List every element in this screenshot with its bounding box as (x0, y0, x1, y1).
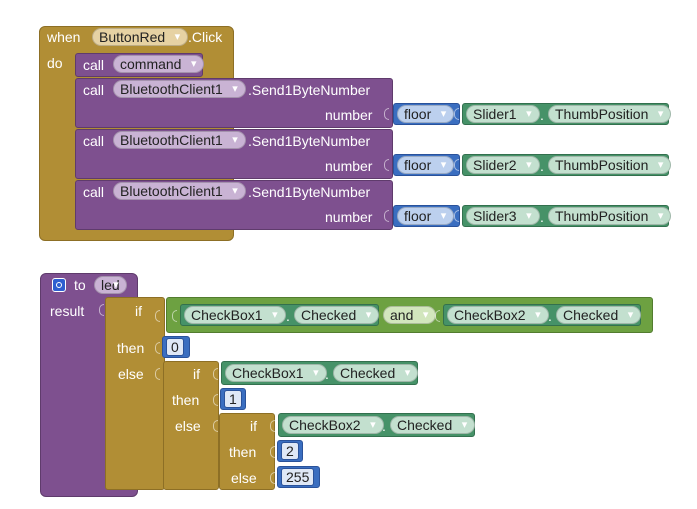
else-label: else (118, 366, 144, 382)
call-label: call (83, 133, 105, 149)
number-value[interactable]: 255 (281, 468, 315, 486)
socket-plug (270, 420, 275, 432)
checkbox-component-dropdown[interactable]: CheckBox1 (225, 364, 327, 382)
floor-dropdown[interactable]: floor (397, 105, 455, 123)
socket-plug (384, 210, 389, 222)
socket-plug (454, 159, 459, 171)
socket-plug (213, 420, 218, 432)
dot-label: . (540, 209, 544, 225)
gear-icon[interactable] (52, 278, 66, 292)
if-then-else-block-1[interactable] (105, 297, 165, 490)
floor-dropdown[interactable]: floor (397, 207, 455, 225)
if-label: if (193, 366, 200, 382)
dot-label: . (548, 308, 552, 324)
slider-component-dropdown[interactable]: Slider3 (466, 207, 540, 225)
property-dropdown[interactable]: Checked (390, 416, 476, 434)
socket-plug (213, 394, 218, 406)
dot-label: . (540, 107, 544, 123)
to-label: to (74, 277, 86, 293)
call-label: call (83, 57, 105, 73)
when-label: when (47, 29, 81, 45)
checkbox-component-dropdown[interactable]: CheckBox2 (282, 416, 384, 434)
socket-plug (172, 310, 177, 322)
param-label: number (325, 209, 373, 225)
socket-plug (384, 159, 389, 171)
socket-plug (384, 108, 389, 120)
slider-component-dropdown[interactable]: Slider1 (466, 105, 540, 123)
logic-operator-dropdown[interactable]: and (383, 306, 437, 324)
property-dropdown[interactable]: ThumbPosition (548, 156, 672, 174)
result-label: result (50, 303, 85, 319)
else-label: else (231, 470, 257, 486)
dot-label: . (540, 158, 544, 174)
dot-label: . (286, 308, 290, 324)
socket-plug (99, 304, 104, 316)
bluetooth-component-dropdown[interactable]: BluetoothClient1 (113, 182, 246, 200)
event-name-label: .Click (188, 29, 223, 45)
param-label: number (325, 158, 373, 174)
socket-plug (155, 368, 160, 380)
else-label: else (175, 418, 201, 434)
bluetooth-component-dropdown[interactable]: BluetoothClient1 (113, 80, 246, 98)
checkbox-component-dropdown[interactable]: CheckBox2 (447, 306, 549, 324)
socket-plug (270, 472, 275, 484)
if-then-else-block-2[interactable] (163, 361, 219, 490)
param-label: number (325, 107, 373, 123)
method-label: .Send1ByteNumber (248, 184, 371, 200)
number-value[interactable]: 0 (166, 338, 184, 356)
socket-plug (435, 310, 440, 322)
do-label: do (47, 55, 63, 71)
number-value[interactable]: 1 (224, 390, 242, 408)
property-dropdown[interactable]: ThumbPosition (548, 207, 672, 225)
dot-label: . (382, 418, 386, 434)
procedure-name-field[interactable]: led (94, 276, 127, 294)
call-label: call (83, 82, 105, 98)
if-label: if (250, 418, 257, 434)
then-label: then (117, 340, 145, 356)
socket-plug (155, 310, 160, 322)
event-component-dropdown[interactable]: ButtonRed (92, 28, 189, 46)
socket-plug (270, 446, 275, 458)
property-dropdown[interactable]: Checked (556, 306, 642, 324)
then-label: then (229, 444, 257, 460)
socket-plug (213, 368, 218, 380)
number-value[interactable]: 2 (281, 442, 299, 460)
method-label: .Send1ByteNumber (248, 133, 371, 149)
socket-plug (454, 210, 459, 222)
call-label: call (83, 184, 105, 200)
property-dropdown[interactable]: ThumbPosition (548, 105, 672, 123)
bluetooth-component-dropdown[interactable]: BluetoothClient1 (113, 131, 246, 149)
slider-component-dropdown[interactable]: Slider2 (466, 156, 540, 174)
checkbox-component-dropdown[interactable]: CheckBox1 (184, 306, 286, 324)
floor-dropdown[interactable]: floor (397, 156, 455, 174)
property-dropdown[interactable]: Checked (333, 364, 419, 382)
dot-label: . (325, 366, 329, 382)
procedure-dropdown-command[interactable]: command (113, 55, 205, 73)
socket-plug (155, 342, 160, 354)
method-label: .Send1ByteNumber (248, 82, 371, 98)
socket-plug (454, 108, 459, 120)
property-dropdown[interactable]: Checked (294, 306, 380, 324)
then-label: then (172, 392, 200, 408)
if-label: if (135, 303, 142, 319)
